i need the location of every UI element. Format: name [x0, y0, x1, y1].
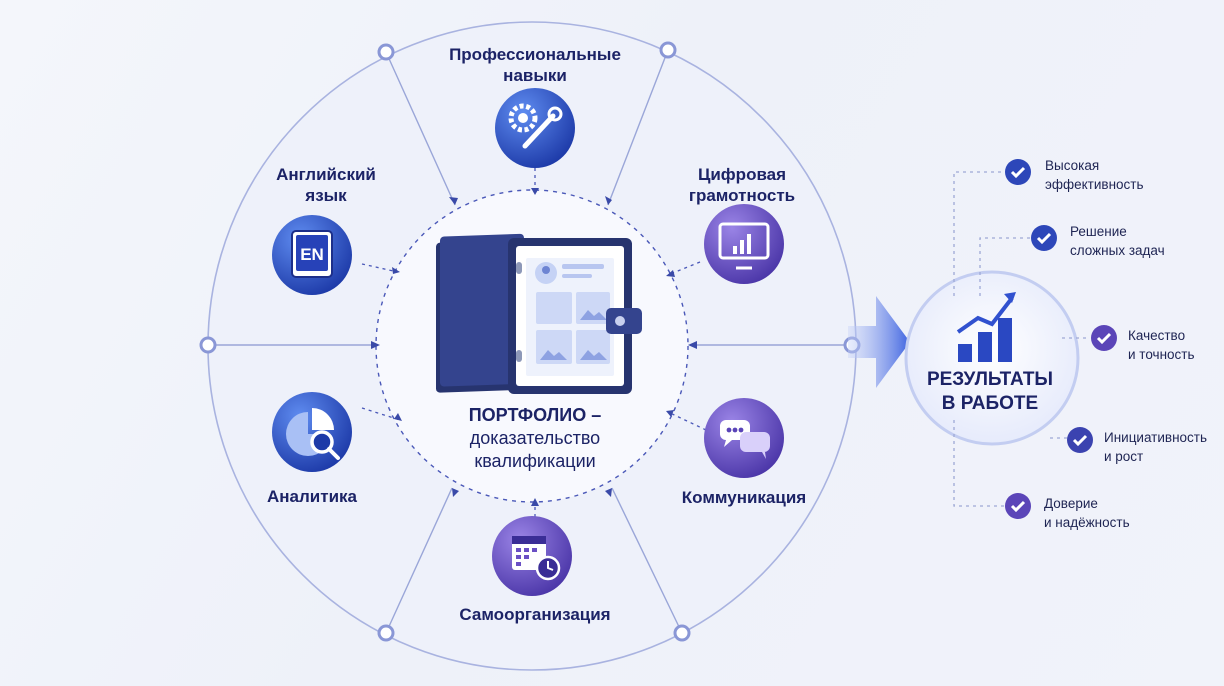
- result-arrow-icon: [848, 296, 910, 388]
- outcome-label: Инициативность и рост: [1104, 430, 1208, 464]
- divider-arrowheads: [371, 196, 697, 497]
- skill-label-professional: Профессиональные навыки: [449, 45, 621, 85]
- svg-text:EN: EN: [300, 245, 324, 264]
- checkmark-icon: [1005, 493, 1031, 519]
- outcome-connectors: [953, 171, 1090, 507]
- chat-bubbles-icon: [704, 398, 784, 478]
- checkmark-icon: [1031, 225, 1057, 251]
- skill-label-communication: Коммуникация: [681, 488, 807, 507]
- checkmark-icon: [1091, 325, 1117, 351]
- gear-wrench-icon: [495, 88, 575, 168]
- connector-arrowheads: [392, 188, 675, 506]
- portfolio-folder-icon: [436, 233, 642, 394]
- skill-label-self-organization: Самоорганизация: [459, 605, 611, 624]
- outcome-label: Доверие и надёжность: [1044, 496, 1130, 530]
- growth-chart-icon: [956, 292, 1016, 362]
- calendar-clock-icon: [492, 516, 572, 596]
- outcome-label: Качество и точность: [1128, 328, 1195, 362]
- monitor-chart-icon: [704, 204, 784, 284]
- en-book-icon: EN: [272, 215, 352, 295]
- checkmark-icon: [1067, 427, 1093, 453]
- center-title-block: ПОРТФОЛИО – доказательство квалификации: [435, 404, 635, 473]
- result-title: РЕЗУЛЬТАТЫ В РАБОТЕ: [926, 369, 1054, 414]
- center-title: ПОРТФОЛИО –: [468, 405, 602, 425]
- outcome-label: Решение сложных задач: [1070, 224, 1165, 258]
- skill-label-analytics: Аналитика: [267, 487, 357, 506]
- center-subtitle: доказательство квалификации: [469, 428, 601, 471]
- skill-label-digital: Цифровая грамотность: [688, 165, 796, 205]
- skill-label-english: Английский язык: [276, 165, 376, 205]
- sector-dividers: [208, 49, 852, 634]
- outcome-label: Высокая эффективность: [1045, 158, 1144, 192]
- checkmark-icon: [1005, 159, 1031, 185]
- pie-magnifier-icon: [272, 392, 352, 472]
